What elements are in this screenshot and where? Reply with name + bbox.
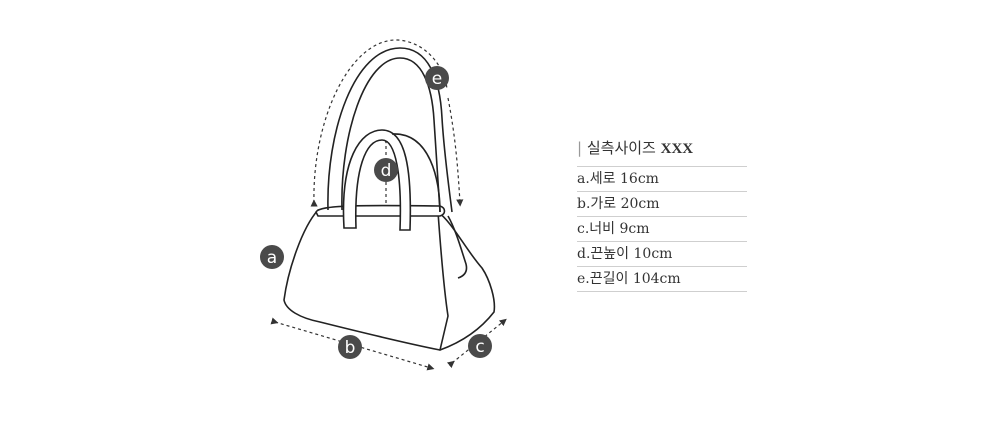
marker-e: e (425, 66, 449, 90)
spec-row-a: a.세로 16cm (577, 167, 747, 192)
guide-e (310, 39, 448, 207)
size-spec-table: | 실측사이즈 XXX a.세로 16cm b.가로 20cm c.너비 9cm… (577, 138, 747, 292)
marker-a-label: a (267, 248, 277, 268)
marker-b: b (338, 335, 362, 359)
dimension-guides (270, 39, 507, 371)
spec-row-b: b.가로 20cm (577, 192, 747, 217)
spec-row-c: c.너비 9cm (577, 217, 747, 242)
bag-zip-line (447, 215, 468, 279)
marker-a: a (260, 245, 284, 269)
bag-body (283, 209, 449, 351)
long-strap (327, 47, 453, 213)
spec-row-d: d.끈높이 10cm (577, 242, 747, 267)
spec-list: a.세로 16cm b.가로 20cm c.너비 9cm d.끈높이 10cm … (577, 167, 747, 292)
spec-row-e: e.끈길이 104cm (577, 267, 747, 292)
marker-b-label: b (345, 338, 356, 358)
bag-side (437, 211, 496, 351)
marker-c-label: c (475, 337, 484, 357)
bag-frame (315, 204, 446, 217)
spec-title: | 실측사이즈 XXX (577, 138, 747, 167)
spec-title-suffix: XXX (660, 141, 694, 157)
guide-c (446, 318, 507, 369)
guide-e-right (447, 97, 464, 207)
marker-d-label: d (381, 161, 392, 181)
bag-size-diagram: a b c d e (240, 20, 540, 400)
title-divider: | (577, 139, 583, 157)
spec-title-prefix: 실측사이즈 (586, 139, 656, 157)
marker-c: c (468, 334, 492, 358)
marker-e-label: e (432, 69, 442, 89)
short-handle (342, 129, 441, 231)
marker-d: d (374, 158, 398, 182)
short-handle-back (391, 133, 441, 213)
bag-outline (283, 204, 496, 351)
